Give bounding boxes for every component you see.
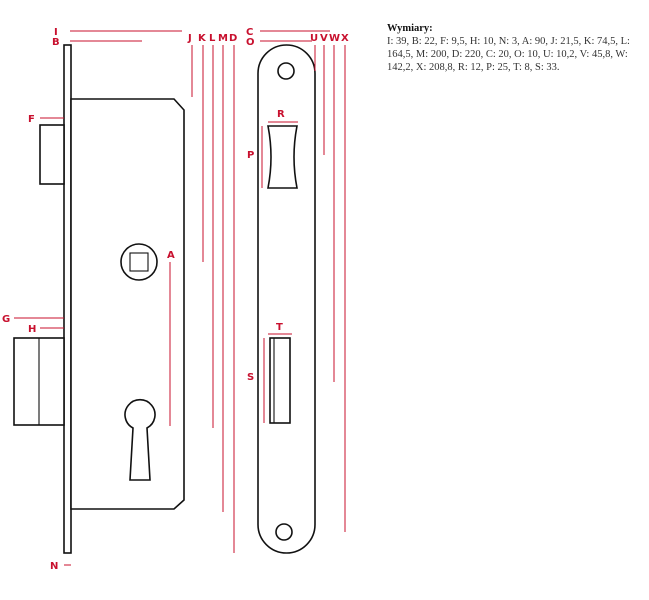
bottom-screw-hole	[275, 523, 293, 541]
faceplate-outline	[257, 44, 316, 554]
label-i: I	[54, 27, 58, 38]
dimensions-spec: Wymiary: I: 39, B: 22, F: 9,5, H: 10, N:…	[387, 22, 637, 74]
follower-square	[129, 252, 149, 272]
label-j: J	[187, 33, 192, 44]
top-screw-hole	[277, 62, 295, 80]
label-f: F	[28, 114, 35, 125]
cylinder-hole	[124, 399, 156, 481]
label-l: L	[209, 33, 216, 44]
deadbolt-opening	[269, 337, 291, 424]
label-t: T	[276, 322, 283, 333]
label-b: B	[52, 37, 60, 48]
label-s: S	[247, 372, 254, 383]
label-d: D	[229, 33, 237, 44]
faceplate-view	[257, 44, 316, 554]
dimension-lines	[14, 30, 346, 566]
spec-title: Wymiary:	[387, 23, 433, 34]
label-m: M	[218, 33, 228, 44]
label-r: R	[277, 109, 285, 120]
follower-hub	[120, 243, 158, 281]
label-u: U	[310, 33, 318, 44]
label-a: A	[167, 250, 175, 261]
latch-opening	[267, 125, 298, 189]
label-c: C	[246, 27, 253, 38]
label-v: V	[320, 33, 328, 44]
label-w: W	[329, 33, 340, 44]
lock-case	[70, 98, 185, 510]
label-h: H	[28, 324, 36, 335]
label-n: N	[50, 561, 58, 572]
faceplate-strip	[63, 44, 72, 554]
spec-body: I: 39, B: 22, F: 9,5, H: 10, N: 3, A: 90…	[387, 36, 630, 73]
label-o: O	[246, 37, 255, 48]
latch-bolt	[39, 124, 65, 185]
dimension-labels: I B F G H N A J K L M D C O U V W X R P …	[2, 27, 349, 572]
label-k: K	[198, 33, 207, 44]
label-x: X	[341, 33, 349, 44]
lock-body-view	[13, 44, 185, 554]
label-p: P	[247, 150, 254, 161]
label-g: G	[2, 314, 10, 325]
